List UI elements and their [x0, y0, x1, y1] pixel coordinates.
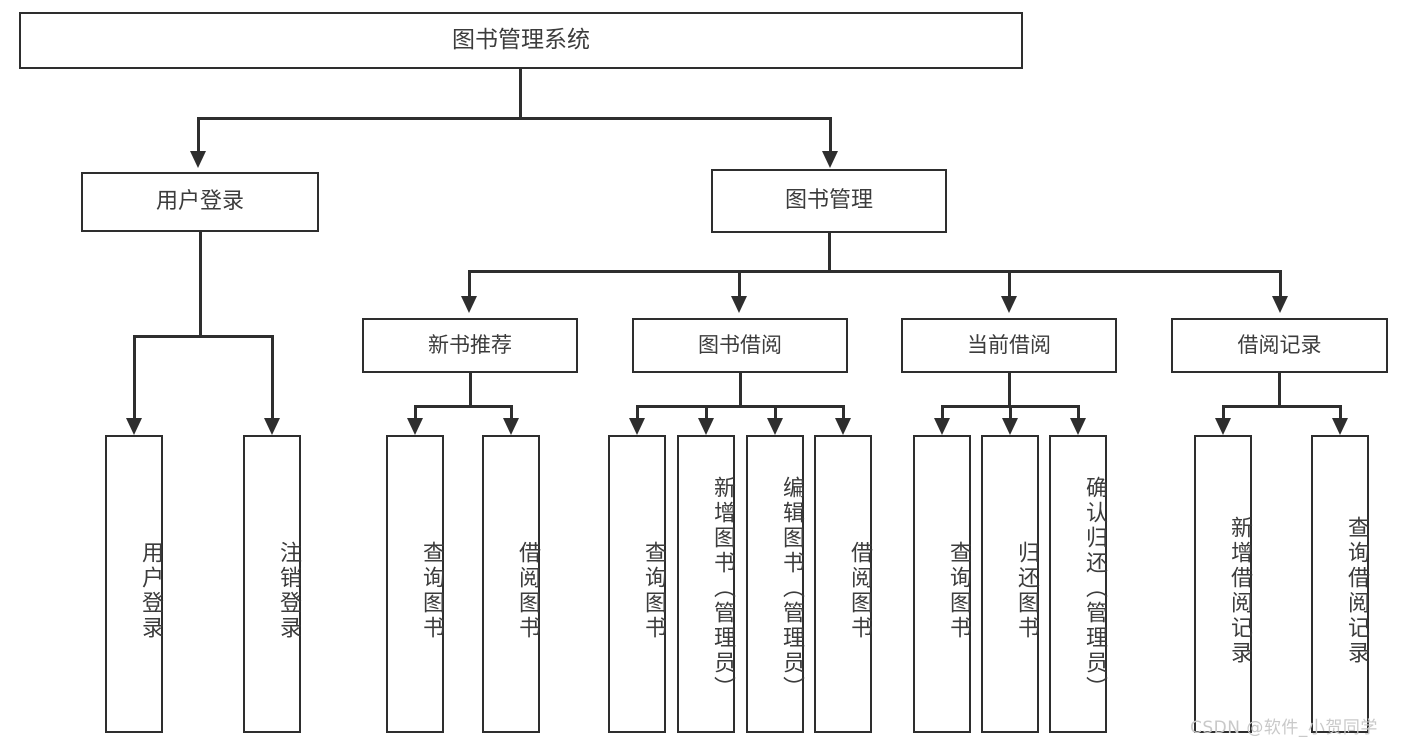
leaf-query-borrow-record[interactable]: 查询借阅记录: [1311, 435, 1369, 733]
connector-cb-drop-1: [941, 405, 944, 418]
arrow-bm-to-new-book-recommend: [461, 296, 477, 313]
connector-br-drop-1: [1222, 405, 1225, 418]
arrow-bb-leaf-1: [629, 418, 645, 435]
connector-bb-drop-3: [774, 405, 777, 418]
leaf-confirm-return[interactable]: 确认归还（管理员）: [1049, 435, 1107, 733]
arrow-br-leaf-1: [1215, 418, 1231, 435]
connector-root-stem: [519, 69, 522, 117]
connector-cb-drop-3: [1077, 405, 1080, 418]
connector-root-to-user-login: [197, 117, 200, 151]
node-book-borrow[interactable]: 图书借阅: [632, 318, 848, 373]
leaf-user-login[interactable]: 用户登录: [105, 435, 163, 733]
arrow-root-to-book-management: [822, 151, 838, 168]
leaf-edit-book[interactable]: 编辑图书（管理员）: [746, 435, 804, 733]
connector-bb-drop-1: [636, 405, 639, 418]
connector-user-login-rail: [133, 335, 273, 338]
arrow-bm-to-current-borrow: [1001, 296, 1017, 313]
arrow-bb-leaf-4: [835, 418, 851, 435]
connector-bm-drop-4: [1279, 270, 1282, 296]
arrow-cb-leaf-1: [934, 418, 950, 435]
connector-nbr-stem: [469, 373, 472, 405]
arrow-nbr-leaf-1: [407, 418, 423, 435]
arrow-bb-leaf-3: [767, 418, 783, 435]
connector-nbr-rail: [414, 405, 512, 408]
arrow-bm-to-borrow-record: [1272, 296, 1288, 313]
connector-bb-drop-4: [842, 405, 845, 418]
connector-user-login-stem: [199, 232, 202, 335]
leaf-query-book-borrow[interactable]: 查询图书: [608, 435, 666, 733]
connector-user-login-drop-2: [271, 335, 274, 418]
connector-bb-stem: [739, 373, 742, 405]
node-user-login[interactable]: 用户登录: [81, 172, 319, 232]
arrow-cb-leaf-3: [1070, 418, 1086, 435]
connector-nbr-drop-1: [414, 405, 417, 418]
arrow-br-leaf-2: [1332, 418, 1348, 435]
leaf-logout[interactable]: 注销登录: [243, 435, 301, 733]
connector-bb-rail: [636, 405, 844, 408]
connector-br-rail: [1222, 405, 1339, 408]
connector-user-login-drop-1: [133, 335, 136, 418]
connector-br-drop-2: [1339, 405, 1342, 418]
connector-br-stem: [1278, 373, 1281, 405]
arrow-root-to-user-login: [190, 151, 206, 168]
arrow-user-login-leaf-2: [264, 418, 280, 435]
leaf-add-borrow-record[interactable]: 新增借阅记录: [1194, 435, 1252, 733]
connector-nbr-drop-2: [510, 405, 513, 418]
arrow-nbr-leaf-2: [503, 418, 519, 435]
arrow-bb-leaf-2: [698, 418, 714, 435]
leaf-query-book-current[interactable]: 查询图书: [913, 435, 971, 733]
connector-cb-drop-2: [1009, 405, 1012, 418]
connector-root-to-book-management: [829, 117, 832, 151]
leaf-query-book-recommend[interactable]: 查询图书: [386, 435, 444, 733]
node-root-system[interactable]: 图书管理系统: [19, 12, 1023, 69]
connector-bm-drop-1: [468, 270, 471, 296]
node-book-management[interactable]: 图书管理: [711, 169, 947, 233]
connector-book-management-stem: [828, 233, 831, 270]
node-borrow-record[interactable]: 借阅记录: [1171, 318, 1388, 373]
connector-cb-stem: [1008, 373, 1011, 405]
connector-bb-drop-2: [705, 405, 708, 418]
leaf-return-book[interactable]: 归还图书: [981, 435, 1039, 733]
node-current-borrow[interactable]: 当前借阅: [901, 318, 1117, 373]
connector-bm-drop-2: [738, 270, 741, 296]
leaf-borrow-book-recommend[interactable]: 借阅图书: [482, 435, 540, 733]
arrow-user-login-leaf-1: [126, 418, 142, 435]
connector-book-management-rail: [468, 270, 1279, 273]
leaf-add-book[interactable]: 新增图书（管理员）: [677, 435, 735, 733]
node-new-book-recommend[interactable]: 新书推荐: [362, 318, 578, 373]
leaf-borrow-book[interactable]: 借阅图书: [814, 435, 872, 733]
connector-bm-drop-3: [1008, 270, 1011, 296]
connector-root-rail: [197, 117, 831, 120]
arrow-cb-leaf-2: [1002, 418, 1018, 435]
arrow-bm-to-book-borrow: [731, 296, 747, 313]
